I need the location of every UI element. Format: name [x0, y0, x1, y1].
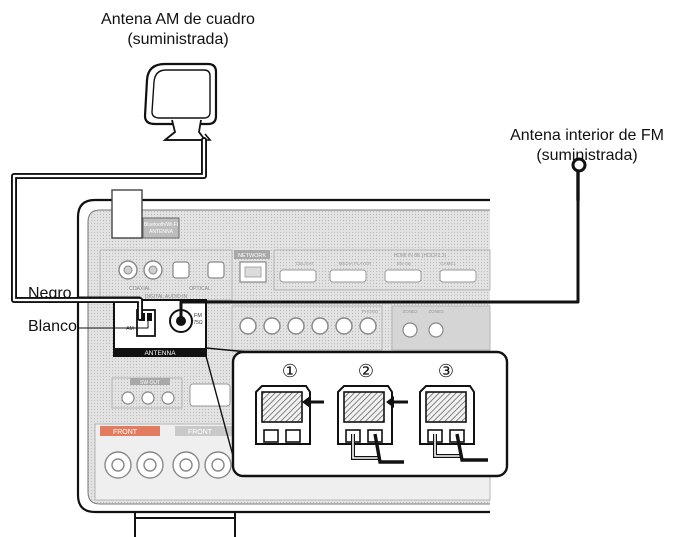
network-label: NETWORK [238, 253, 266, 259]
analog-audio-inputs: PHONO ZONE2 ZONE3 [231, 305, 491, 351]
hdmi-input-media: MEDIA PLAYER [339, 261, 372, 266]
digital-audio-label: DIGITAL AUDIO IN [145, 294, 188, 300]
step-3-label: ③ [438, 361, 454, 381]
hdmi-input-cbl: CBL/SAT [296, 261, 315, 266]
network-port: NETWORK [234, 250, 270, 283]
am-antenna-label: Antena AM de cuadro (suministrada) [78, 10, 278, 50]
cables [11, 137, 580, 329]
terminal-callout: ① ② ③ [205, 347, 509, 478]
hdmi-input-bluray: Blu-ray [397, 261, 412, 266]
fm-antenna-label-line1: Antena interior de FM [510, 127, 664, 144]
front-r-label: FRONT [113, 429, 138, 436]
fm-indoor-antenna [571, 157, 587, 202]
fm-antenna-label-line2: (suministrada) [536, 147, 638, 164]
hdmi-label: HDMI IN 8K (HDCP2.3) [394, 253, 447, 259]
antenna-panel-label: ANTENNA [144, 350, 176, 357]
fm-label: FM [194, 313, 202, 319]
zone3-label: ZONE3 [428, 309, 444, 314]
phono-label: PHONO [362, 309, 379, 314]
fm-antenna-label: Antena interior de FM (suministrada) [492, 126, 673, 166]
am-antenna-label-line1: Antena AM de cuadro [101, 11, 255, 28]
terminal-step-2 [337, 385, 408, 464]
digital-audio-inputs: COAXIAL OPTICAL DIGITAL AUDIO IN [99, 249, 233, 301]
bluetooth-label: Bluetooth/Wi-Fi [144, 222, 178, 228]
white-wire-label: Blanco [28, 318, 77, 335]
hdmi-inputs: HDMI IN 8K (HDCP2.3) CBL/SAT MEDIA PLAYE… [273, 249, 491, 291]
am-label: AM [126, 326, 134, 332]
terminal-step-1 [255, 385, 324, 445]
coaxial-label: COAXIAL [129, 286, 151, 292]
hdmi-input-game1: GAME1 [440, 261, 456, 266]
zone2-label: ZONE2 [402, 309, 418, 314]
fm-ohm-label: 75Ω [193, 320, 203, 326]
sub-out-label: SW OUT [140, 380, 160, 386]
bluetooth-antenna-post: Bluetooth/Wi-Fi ANTENNA [111, 189, 180, 239]
step-1-label: ① [282, 361, 298, 381]
front-l-label: FRONT [188, 429, 213, 436]
step-2-label: ② [358, 361, 374, 381]
am-antenna-label-line2: (suministrada) [127, 31, 229, 48]
optical-label: OPTICAL [189, 286, 211, 292]
terminal-step-3 [419, 385, 488, 462]
am-loop-antenna [143, 62, 218, 141]
bluetooth-label-2: ANTENNA [149, 229, 174, 235]
sub-out-section: SW OUT [111, 377, 231, 409]
